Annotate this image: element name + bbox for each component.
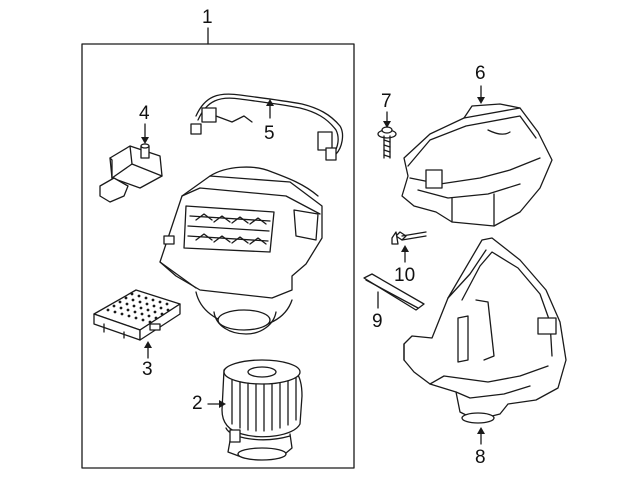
callout-10: 10 [394, 265, 416, 286]
cabin-filter-block [94, 290, 180, 340]
callout-4: 4 [139, 103, 150, 124]
blower-housing [160, 167, 322, 334]
callout-8: 8 [475, 447, 486, 468]
callout-9: 9 [372, 311, 383, 332]
arrow-5 [266, 99, 274, 106]
arrow-7 [383, 121, 391, 128]
callout-6: 6 [475, 63, 486, 84]
screw [378, 127, 396, 158]
lower-case [404, 238, 566, 423]
callout-7: 7 [381, 91, 392, 112]
callout-3: 3 [142, 359, 153, 380]
upper-case [402, 104, 552, 226]
arrow-4 [141, 137, 149, 144]
filter-grid [106, 292, 170, 324]
arrow-2 [219, 400, 226, 408]
callout-1: 1 [202, 7, 213, 28]
blower-fan-wheel [222, 360, 302, 460]
seal-strip [364, 274, 424, 310]
callout-2: 2 [192, 393, 203, 414]
clip [392, 232, 426, 244]
wiring-harness [191, 94, 343, 160]
arrow-8 [477, 427, 485, 434]
callout-5: 5 [264, 123, 275, 144]
blower-resistor [100, 144, 162, 202]
arrow-10 [401, 245, 409, 252]
arrow-3 [144, 341, 152, 348]
arrow-6 [477, 97, 485, 104]
